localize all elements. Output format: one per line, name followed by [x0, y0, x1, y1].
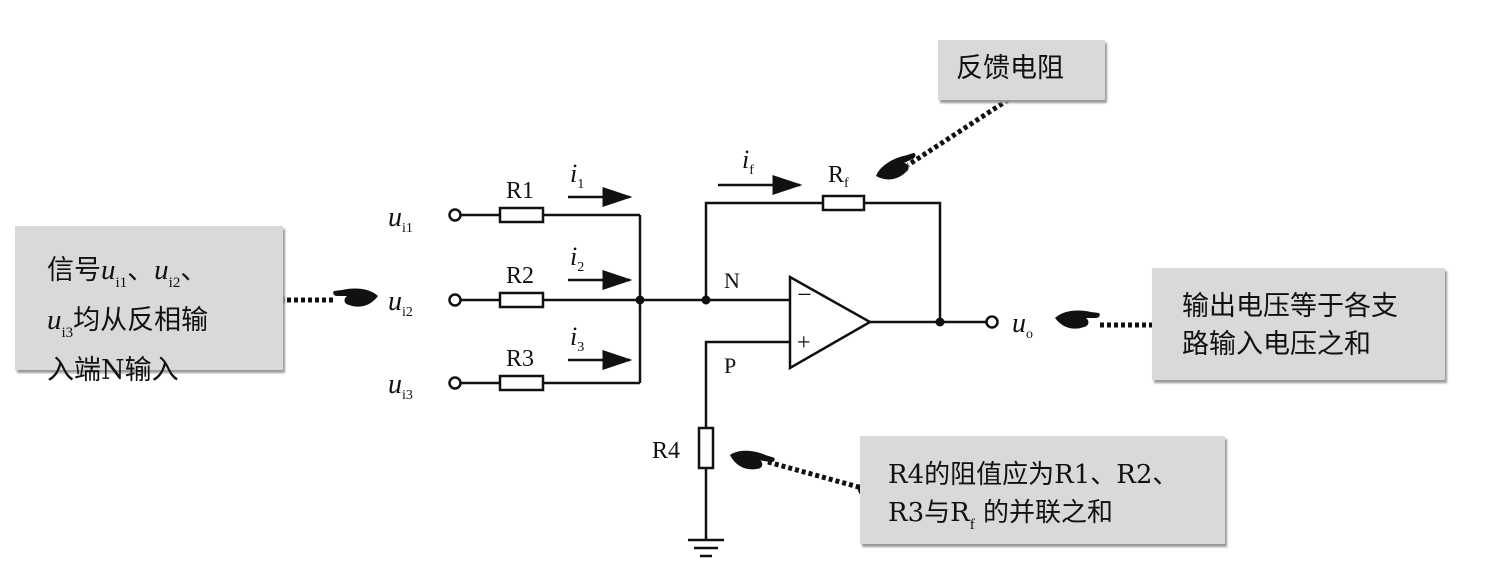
terminal-ui2	[448, 293, 462, 307]
label-p: P	[724, 353, 736, 378]
note-text: 信号	[47, 255, 101, 286]
label-n: N	[724, 268, 740, 293]
resistor-r2	[498, 291, 545, 309]
terminal-ui3	[448, 376, 462, 390]
terminal-ui1	[448, 208, 462, 222]
label-i2: i2	[570, 242, 584, 275]
label-r2: R2	[506, 263, 534, 289]
label-i1: i1	[570, 159, 584, 192]
label-ui2: ui2	[388, 286, 413, 320]
label-if: if	[742, 145, 754, 178]
label-r1: R1	[506, 178, 534, 204]
label-ui3: ui3	[388, 369, 413, 403]
note-inputs: 信号ui1、ui2、 ui3均从反相输 入端N输入	[15, 226, 283, 386]
label-uo: uo	[1012, 308, 1033, 342]
note-output: 输出电压等于各支路输入电压之和	[1152, 268, 1445, 380]
ground-icon	[688, 538, 724, 558]
label-r4: R4	[652, 438, 680, 464]
resistor-r3	[498, 374, 545, 392]
label-rf: Rf	[828, 162, 849, 191]
note-text: 反馈电阻	[956, 53, 1064, 84]
pointing-hand-icon	[333, 150, 1100, 474]
op-amp	[788, 274, 873, 371]
label-i3: i3	[570, 322, 584, 355]
note-r4: R4的阻值应为R1、R2、 R3与Rf 的并联之和	[860, 436, 1225, 544]
label-r3: R3	[506, 346, 534, 372]
resistor-r4	[697, 426, 715, 470]
note-feedback: 反馈电阻	[938, 40, 1105, 100]
plus-sign: +	[797, 330, 811, 356]
resistor-r1	[498, 206, 545, 224]
resistor-rf	[821, 194, 866, 212]
terminal-uo	[985, 315, 999, 329]
minus-sign: −	[797, 280, 812, 309]
label-ui1: ui1	[388, 202, 413, 236]
